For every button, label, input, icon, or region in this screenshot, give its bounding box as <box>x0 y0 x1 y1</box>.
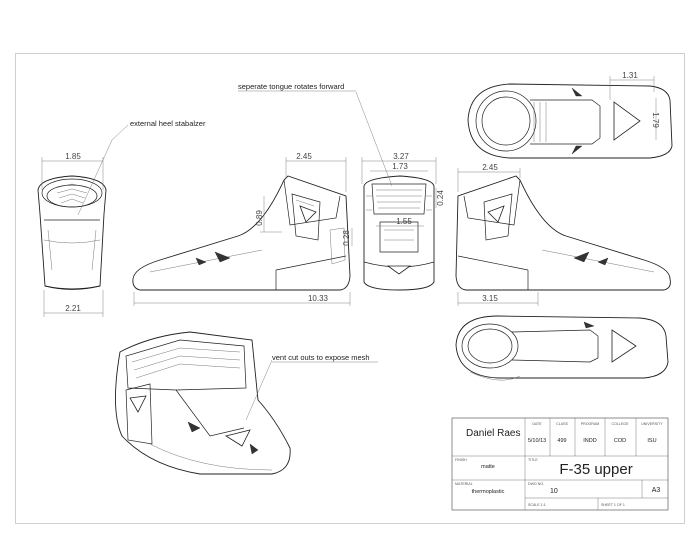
tb-size: A3 <box>652 487 661 494</box>
isometric-view <box>115 331 291 475</box>
dim-front-v: 0.24 <box>436 190 445 206</box>
tb-sheet: SHEET 1 OF 1 <box>601 503 625 507</box>
tb-dwg-no: 10 <box>550 488 558 495</box>
top-view: 1.31 1.79 <box>467 71 673 159</box>
note-heel-stabilizer: external heel stabalzer <box>130 119 206 128</box>
note-vent-cutouts: vent cut outs to expose mesh <box>272 353 370 362</box>
tb-title-label: TITLE <box>528 458 538 462</box>
dim-side-length: 10.33 <box>308 294 329 303</box>
tb-header-program: PROGRAM <box>581 422 600 426</box>
tb-scale: SCALE 1:1 <box>528 503 546 507</box>
tb-university: ISU <box>647 438 656 444</box>
dim-top-height: 1.79 <box>651 112 660 128</box>
tb-finish: matte <box>481 464 495 470</box>
dim-top-width: 1.31 <box>622 71 638 80</box>
tb-material-label: MATERIAL <box>455 482 473 486</box>
dim-side-top: 2.45 <box>296 152 312 161</box>
side-view: 2.45 10.33 0.89 0.28 <box>132 152 353 306</box>
dim-front-mid: 1.73 <box>392 162 408 171</box>
tb-program: INDD <box>583 438 596 444</box>
sheet-border <box>15 53 685 524</box>
front-view: 3.27 1.73 1.55 0.24 <box>355 91 445 291</box>
tb-class: 499 <box>557 438 566 444</box>
tb-dwg-label: DWG NO. <box>528 482 544 486</box>
tb-college: COD <box>614 438 626 444</box>
side-view-right: 2.45 3.15 <box>455 163 671 306</box>
tb-material: thermoplastic <box>472 489 505 495</box>
tb-designer: Daniel Raes <box>466 428 520 439</box>
tb-date: 5/10/13 <box>528 438 546 444</box>
dim-side2-top: 2.45 <box>482 163 498 172</box>
title-block: Daniel Raes DATE CLASS PROGRAM COLLEGE U… <box>451 417 669 511</box>
tb-header-class: CLASS <box>556 422 568 426</box>
dim-side-v2: 0.28 <box>342 230 351 246</box>
note-tongue-rotates: seperate tongue rotates forward <box>238 82 344 91</box>
dim-back-top-width: 1.85 <box>65 152 81 161</box>
tb-finish-label: FINISH <box>455 458 467 462</box>
bottom-view <box>455 315 669 381</box>
tb-header-university: UNIVERSITY <box>641 422 663 426</box>
dim-front-top: 3.27 <box>393 152 409 161</box>
tb-title: F-35 upper <box>559 461 632 478</box>
dim-back-bottom-width: 2.21 <box>65 304 81 313</box>
back-view: 1.85 2.21 <box>37 124 129 317</box>
dim-front-low: 1.55 <box>396 217 412 226</box>
dim-side2-bottom: 3.15 <box>482 294 498 303</box>
dim-side-v1: 0.89 <box>255 210 264 226</box>
tb-header-date: DATE <box>532 422 542 426</box>
tb-header-college: COLLEGE <box>612 422 630 426</box>
